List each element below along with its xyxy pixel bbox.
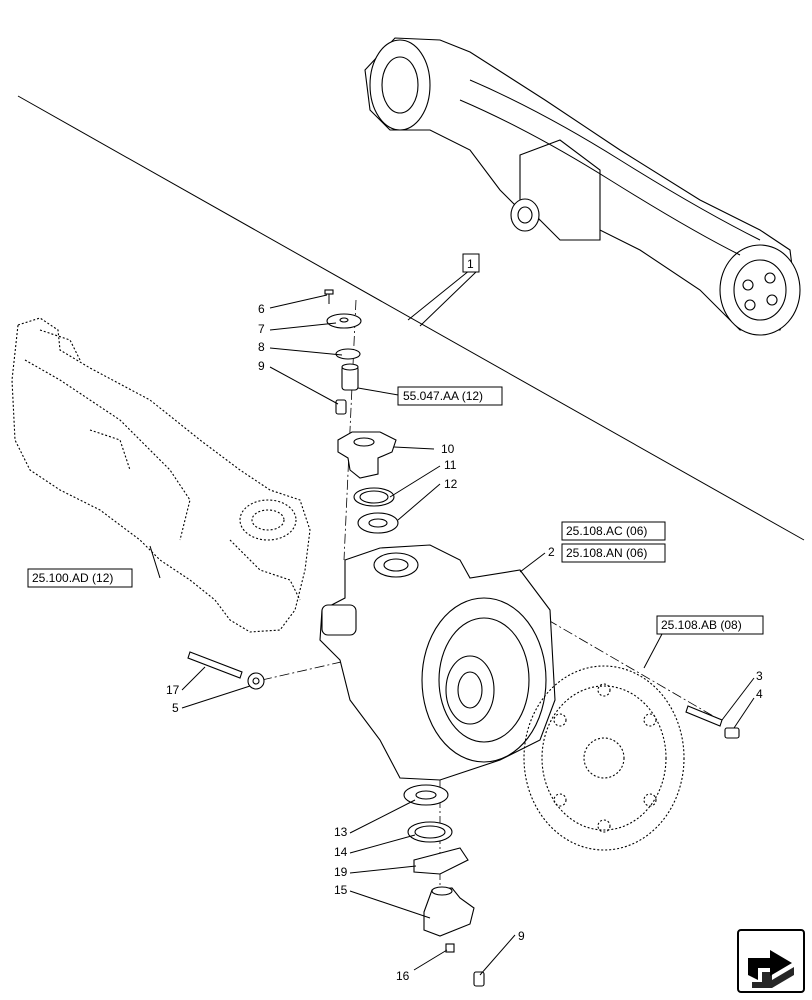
part-10-flange (337, 431, 397, 479)
next-page-arrow-icon[interactable] (737, 929, 805, 993)
ref-25-108-an[interactable]: 25.108.AN (06) (566, 546, 647, 560)
part-15-flange (423, 886, 475, 937)
callout-14: 14 (334, 845, 348, 859)
part-11-seal (353, 487, 395, 507)
callout-12: 12 (444, 477, 458, 491)
part-17-stud (187, 651, 243, 679)
callout-6: 6 (258, 302, 265, 316)
callout-10: 10 (441, 442, 455, 456)
ref-25-100-ad-box[interactable] (27, 568, 133, 588)
part-12-bearing (357, 512, 399, 534)
callout-9-lower: 9 (518, 929, 525, 943)
callout-8: 8 (258, 340, 265, 354)
part-2-hub-housing (319, 544, 556, 781)
callout-13: 13 (334, 825, 348, 839)
ref-25-108-an-box[interactable] (561, 543, 666, 563)
part-pin (341, 363, 359, 391)
leader-lines (149, 294, 755, 976)
part-3-stud (685, 705, 723, 727)
callout-16: 16 (396, 969, 410, 983)
part-14-seal (407, 821, 453, 843)
part-19-shim (413, 847, 469, 875)
callout-4: 4 (756, 687, 763, 701)
part-7-washer-plate (326, 313, 362, 329)
axle-housing-outline (11, 317, 311, 633)
ref-55-047-aa[interactable]: 55.047.AA (12) (403, 389, 483, 403)
callout-1: 1 (467, 257, 474, 271)
axle-assembly (364, 37, 801, 336)
callout-19: 19 (334, 865, 348, 879)
part-8-circlip (335, 348, 361, 360)
callout-2: 2 (548, 545, 555, 559)
callout-5: 5 (172, 701, 179, 715)
callout-17: 17 (166, 683, 180, 697)
part-4-pin (724, 727, 740, 739)
ref-25-108-ab-box[interactable] (656, 615, 764, 635)
part-6-screw (324, 289, 334, 304)
callout-11: 11 (444, 458, 457, 472)
part-16-grease-fitting (445, 943, 455, 953)
callout-15: 15 (334, 883, 348, 897)
ref-25-100-ad[interactable]: 25.100.AD (12) (32, 571, 113, 585)
part-9-bolt (335, 399, 347, 415)
part-9-bolt-lower (473, 971, 485, 987)
ref-25-108-ac[interactable]: 25.108.AC (06) (566, 524, 647, 538)
ref-55-047-aa-box[interactable] (397, 386, 503, 406)
callout-3: 3 (756, 669, 763, 683)
ref-25-108-ac-box[interactable] (561, 521, 666, 541)
callout-1-box (462, 253, 480, 273)
callout-9: 9 (258, 359, 265, 373)
part-5-nut (247, 672, 265, 690)
planetary-carrier-outline (523, 665, 685, 851)
callout-7: 7 (258, 322, 265, 336)
ref-25-108-ab[interactable]: 25.108.AB (08) (661, 618, 742, 632)
